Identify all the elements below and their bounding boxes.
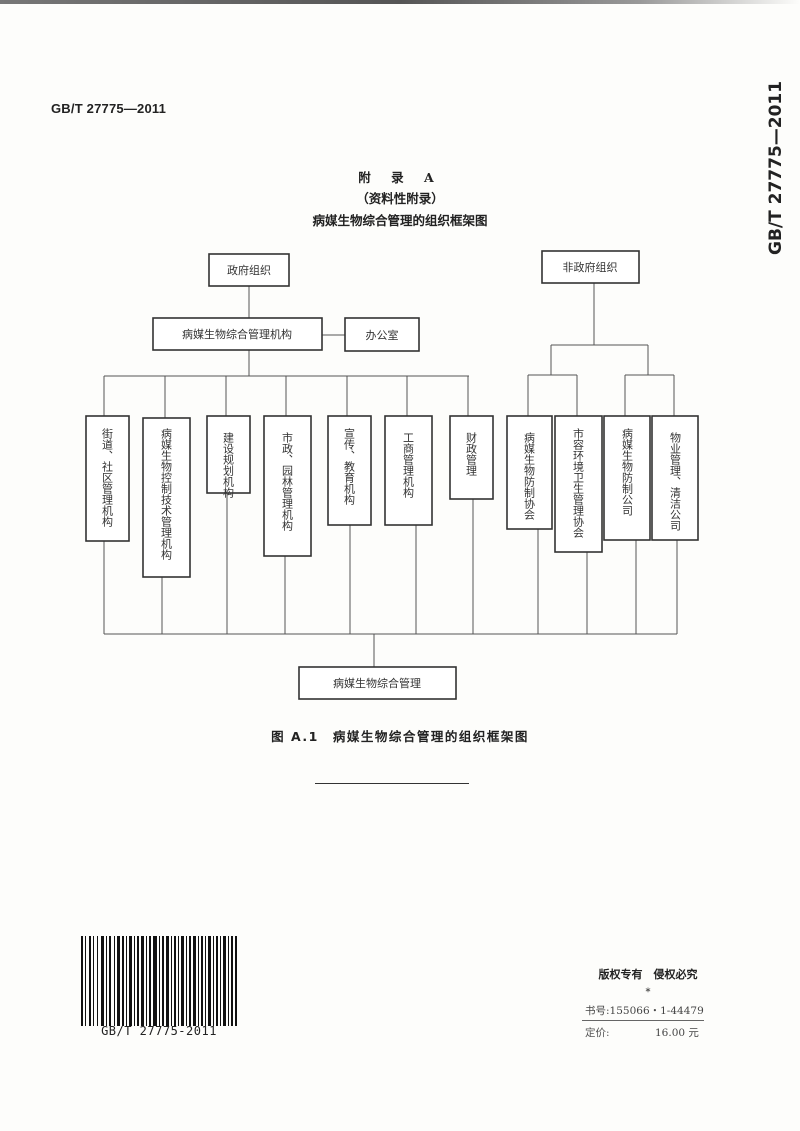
box-management-body-label: 病媒生物综合管理机构 (182, 327, 292, 341)
box-non-government: 非政府组织 (541, 250, 640, 284)
appendix-subtitle: （资料性附录） (356, 191, 444, 206)
box-office-label: 办公室 (366, 328, 399, 342)
ngo-unit-3-label: 病媒生物防制公司 (621, 427, 634, 516)
price-rule (582, 1020, 704, 1021)
gov-unit-5-label: 宣传、教育机构 (343, 427, 356, 506)
gov-unit-2-label: 病媒生物控制技术管理机构 (160, 427, 173, 561)
box-management-body: 病媒生物综合管理机构 (152, 317, 323, 351)
box-gov-unit-6: 工商管理机构 (384, 415, 433, 526)
gov-unit-6-label: 工商管理机构 (402, 432, 415, 499)
box-office: 办公室 (344, 317, 420, 352)
box-gov-unit-5: 宣传、教育机构 (327, 415, 372, 526)
ngo-unit-2-label: 市容环境卫生管理协会 (572, 427, 585, 538)
box-non-government-label: 非政府组织 (563, 260, 618, 274)
copyright-notice: 版权专有 侵权必究 (598, 968, 698, 981)
appendix-title: 附 录 A (358, 170, 442, 185)
box-ngo-unit-4: 物业管理、清洁公司 (651, 415, 699, 541)
box-ngo-unit-3: 病媒生物防制公司 (603, 415, 651, 541)
box-gov-unit-2: 病媒生物控制技术管理机构 (142, 417, 191, 578)
barcode (81, 936, 237, 1026)
barcode-text: GB/T 27775-2011 (101, 1024, 217, 1038)
box-government-label: 政府组织 (227, 263, 271, 277)
end-rule (315, 783, 469, 784)
gov-unit-1-label: 街道、社区管理机构 (101, 427, 114, 528)
ngo-unit-1-label: 病媒生物防制协会 (523, 431, 536, 520)
ngo-unit-4-label: 物业管理、清洁公司 (669, 431, 682, 531)
box-gov-unit-3: 建设规划机构 (206, 415, 251, 499)
price-label: 定价: (585, 1027, 610, 1039)
box-gov-unit-4: 市政、园林管理机构 (263, 415, 312, 557)
gov-unit-4-label: 市政、园林管理机构 (281, 431, 294, 532)
box-gov-unit-1: 街道、社区管理机构 (85, 415, 130, 542)
box-ngo-unit-2: 市容环境卫生管理协会 (554, 415, 603, 553)
connector-lines (103, 283, 678, 667)
page-top-edge (0, 0, 800, 4)
box-ngo-unit-1: 病媒生物防制协会 (506, 415, 553, 530)
book-number: 书号:155066・1-44479 (585, 1005, 704, 1017)
box-government: 政府组织 (208, 253, 290, 287)
figure-caption: 图 A.1 病媒生物综合管理的组织框架图 (271, 729, 529, 744)
box-gov-unit-7: 财政管理 (449, 415, 494, 500)
box-result-label: 病媒生物综合管理 (333, 676, 421, 690)
standard-code-header: GB/T 27775—2011 (51, 101, 167, 116)
gov-unit-3-label: 建设规划机构 (222, 431, 235, 499)
box-result: 病媒生物综合管理 (298, 666, 457, 700)
star-mark: * (645, 987, 651, 998)
gov-unit-7-label: 财政管理 (465, 431, 478, 476)
price-value: 16.00 元 (655, 1027, 699, 1039)
appendix-heading: 病媒生物综合管理的组织框架图 (312, 213, 488, 228)
